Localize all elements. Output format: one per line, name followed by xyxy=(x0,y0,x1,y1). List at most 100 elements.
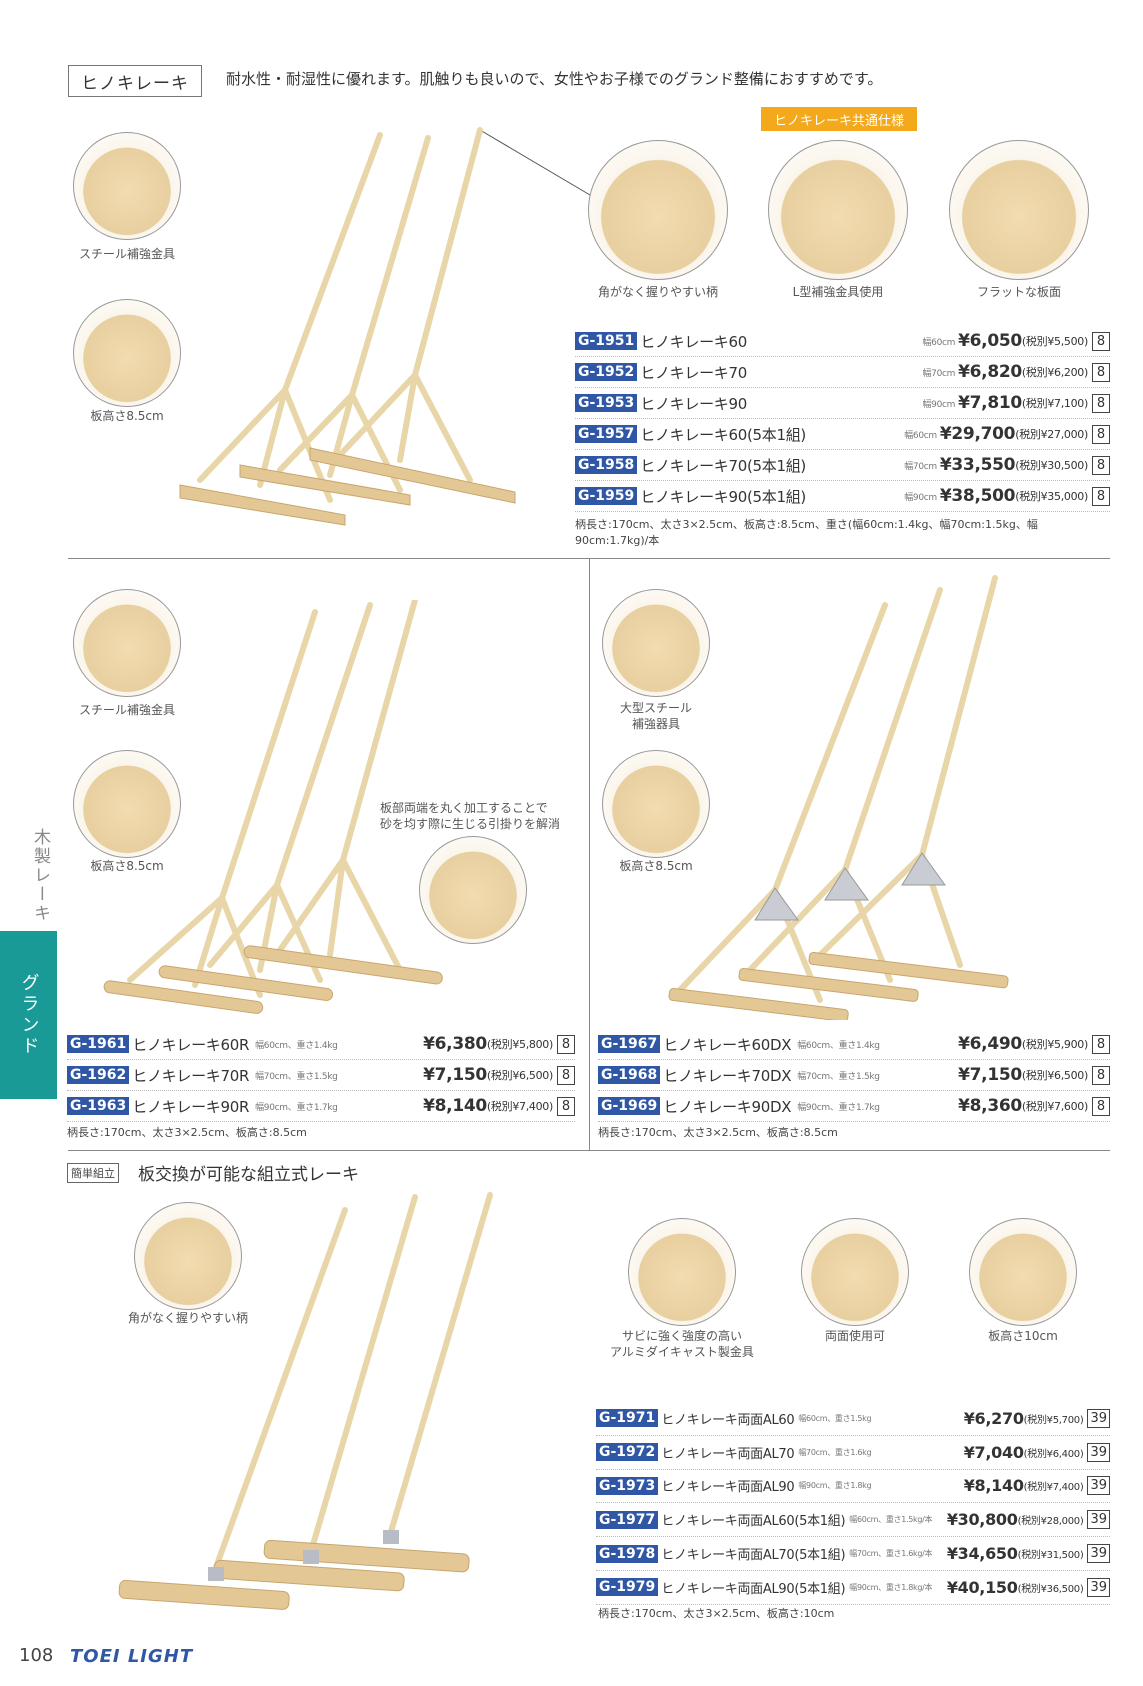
product-price: ¥29,700 xyxy=(939,424,1016,444)
product-price-excl-tax: (税別¥7,400) xyxy=(1023,1482,1084,1494)
product-price-excl-tax: (税別¥27,000) xyxy=(1015,428,1088,441)
product-price: ¥40,150 xyxy=(946,1577,1018,1597)
detail-label: 大型スチール 補強器具 xyxy=(619,701,692,731)
product-spec: 幅90cm xyxy=(904,492,937,503)
detail-photo-board-height xyxy=(73,299,181,407)
product-name: ヒノキレーキ両面AL90(5本1組) xyxy=(661,1581,846,1597)
product-name: ヒノキレーキ90 xyxy=(640,394,747,413)
product-price-excl-tax: (税別¥7,100) xyxy=(1021,397,1088,410)
common-spec-badge: ヒノキレーキ共通仕様 xyxy=(761,107,917,131)
catalog-page-ref: 8 xyxy=(557,1065,575,1085)
brand-logo: TOEI LIGHT xyxy=(70,1646,194,1667)
product-code: G-1977 xyxy=(596,1510,659,1529)
section-title-hinoki-rake: ヒノキレーキ xyxy=(68,65,202,97)
catalog-page-ref: 8 xyxy=(1092,362,1110,382)
rake-illustration-al xyxy=(118,1192,493,1610)
product-price-excl-tax: (税別¥7,600) xyxy=(1021,1100,1088,1113)
product-price: ¥8,140 xyxy=(423,1096,487,1116)
product-price: ¥7,040 xyxy=(963,1442,1024,1462)
catalog-page-ref: 8 xyxy=(1092,393,1110,413)
spec-note: 柄長さ:170cm、太さ3×2.5cm、板高さ:8.5cm xyxy=(67,1126,307,1139)
catalog-page-ref: 8 xyxy=(1092,486,1110,506)
detail-photo-steel-bracket xyxy=(73,132,181,240)
catalog-page-ref: 39 xyxy=(1087,1476,1110,1496)
detail-photo-flat-board xyxy=(949,140,1089,280)
feature-label: サビに強く強度の高い アルミダイキャスト製金具 xyxy=(610,1329,754,1359)
catalog-page-ref: 39 xyxy=(1087,1577,1110,1597)
detail-photo-board-height xyxy=(73,750,181,858)
detail-photo-double-sided xyxy=(801,1218,909,1326)
catalog-page-ref: 39 xyxy=(1087,1408,1110,1428)
section-title-assembly-rake: 板交換が可能な組立式レーキ xyxy=(138,1165,359,1185)
detail-photo-large-steel-bracket xyxy=(602,589,710,697)
product-price: ¥38,500 xyxy=(939,486,1016,506)
product-price-excl-tax: (税別¥35,000) xyxy=(1015,490,1088,503)
product-spec: 幅60cm、重さ1.5kg/本 xyxy=(849,1515,933,1525)
callout-line xyxy=(479,129,591,196)
product-spec: 幅90cm、重さ1.8kg/本 xyxy=(849,1582,933,1592)
product-name: ヒノキレーキ70 xyxy=(640,363,747,382)
product-code: G-1961 xyxy=(67,1035,130,1053)
catalog-page-ref: 8 xyxy=(557,1034,575,1054)
product-name: ヒノキレーキ両面AL60(5本1組) xyxy=(661,1514,846,1530)
easy-assembly-tag: 簡単組立 xyxy=(67,1163,119,1183)
page-number: 108 xyxy=(19,1645,54,1666)
detail-photo-grip xyxy=(588,140,728,280)
catalog-page-ref: 8 xyxy=(1092,424,1110,444)
catalog-page-ref: 39 xyxy=(1087,1544,1110,1564)
detail-label: スチール補強金具 xyxy=(78,247,175,261)
catalog-page-ref: 8 xyxy=(1092,455,1110,475)
product-code: G-1951 xyxy=(575,332,638,350)
detail-photo-grip xyxy=(134,1202,242,1310)
feature-label: フラットな板面 xyxy=(976,285,1061,299)
product-spec: 幅70cm、重さ1.5kg xyxy=(797,1071,880,1082)
product-spec: 幅60cm xyxy=(922,337,956,348)
feature-label: 角がなく握りやすい柄 xyxy=(597,285,718,299)
product-name: ヒノキレーキ90DX xyxy=(663,1097,792,1116)
detail-label: スチール補強金具 xyxy=(78,703,175,717)
product-price: ¥8,360 xyxy=(958,1096,1022,1116)
product-name: ヒノキレーキ70R xyxy=(132,1066,250,1085)
product-price-excl-tax: (税別¥6,500) xyxy=(486,1069,553,1082)
detail-photo-steel-bracket xyxy=(73,589,181,697)
rounded-edge-callout: 板部両端を丸く加工することで 砂を均す際に生じる引掛りを解消 xyxy=(380,801,561,831)
feature-label: L型補強金具使用 xyxy=(792,285,884,299)
product-code: G-1957 xyxy=(575,425,638,443)
product-price: ¥33,550 xyxy=(939,455,1016,475)
spec-note: 柄長さ:170cm、太さ3×2.5cm、板高さ:8.5cm xyxy=(598,1126,838,1139)
product-price-excl-tax: (税別¥6,400) xyxy=(1023,1448,1084,1460)
product-name: ヒノキレーキ両面AL70 xyxy=(661,1446,795,1462)
category-tab-ground[interactable]: グランド xyxy=(0,931,57,1099)
product-price: ¥7,810 xyxy=(958,393,1022,413)
product-price: ¥7,150 xyxy=(423,1065,487,1085)
rake-illustration-r xyxy=(103,600,443,1014)
detail-photo-board-height xyxy=(969,1218,1077,1326)
detail-label: 板高さ8.5cm xyxy=(90,859,164,873)
feature-label: 板高さ10cm xyxy=(988,1329,1058,1343)
product-spec: 幅70cm xyxy=(922,368,956,379)
catalog-page-ref: 8 xyxy=(1092,1096,1110,1116)
product-spec: 幅90cm、重さ1.8kg xyxy=(798,1481,872,1491)
product-code: G-1952 xyxy=(575,363,638,381)
product-spec: 幅70cm、重さ1.5kg xyxy=(255,1071,338,1082)
product-name: ヒノキレーキ70(5本1組) xyxy=(640,456,806,475)
product-price-excl-tax: (税別¥5,800) xyxy=(486,1038,553,1051)
product-code: G-1969 xyxy=(598,1097,661,1115)
catalog-page-ref: 8 xyxy=(1092,331,1110,351)
product-price: ¥7,150 xyxy=(958,1065,1022,1085)
catalog-page-ref: 39 xyxy=(1087,1510,1110,1530)
product-name: ヒノキレーキ90R xyxy=(132,1097,250,1116)
product-spec: 幅60cm、重さ1.4kg xyxy=(255,1040,338,1051)
